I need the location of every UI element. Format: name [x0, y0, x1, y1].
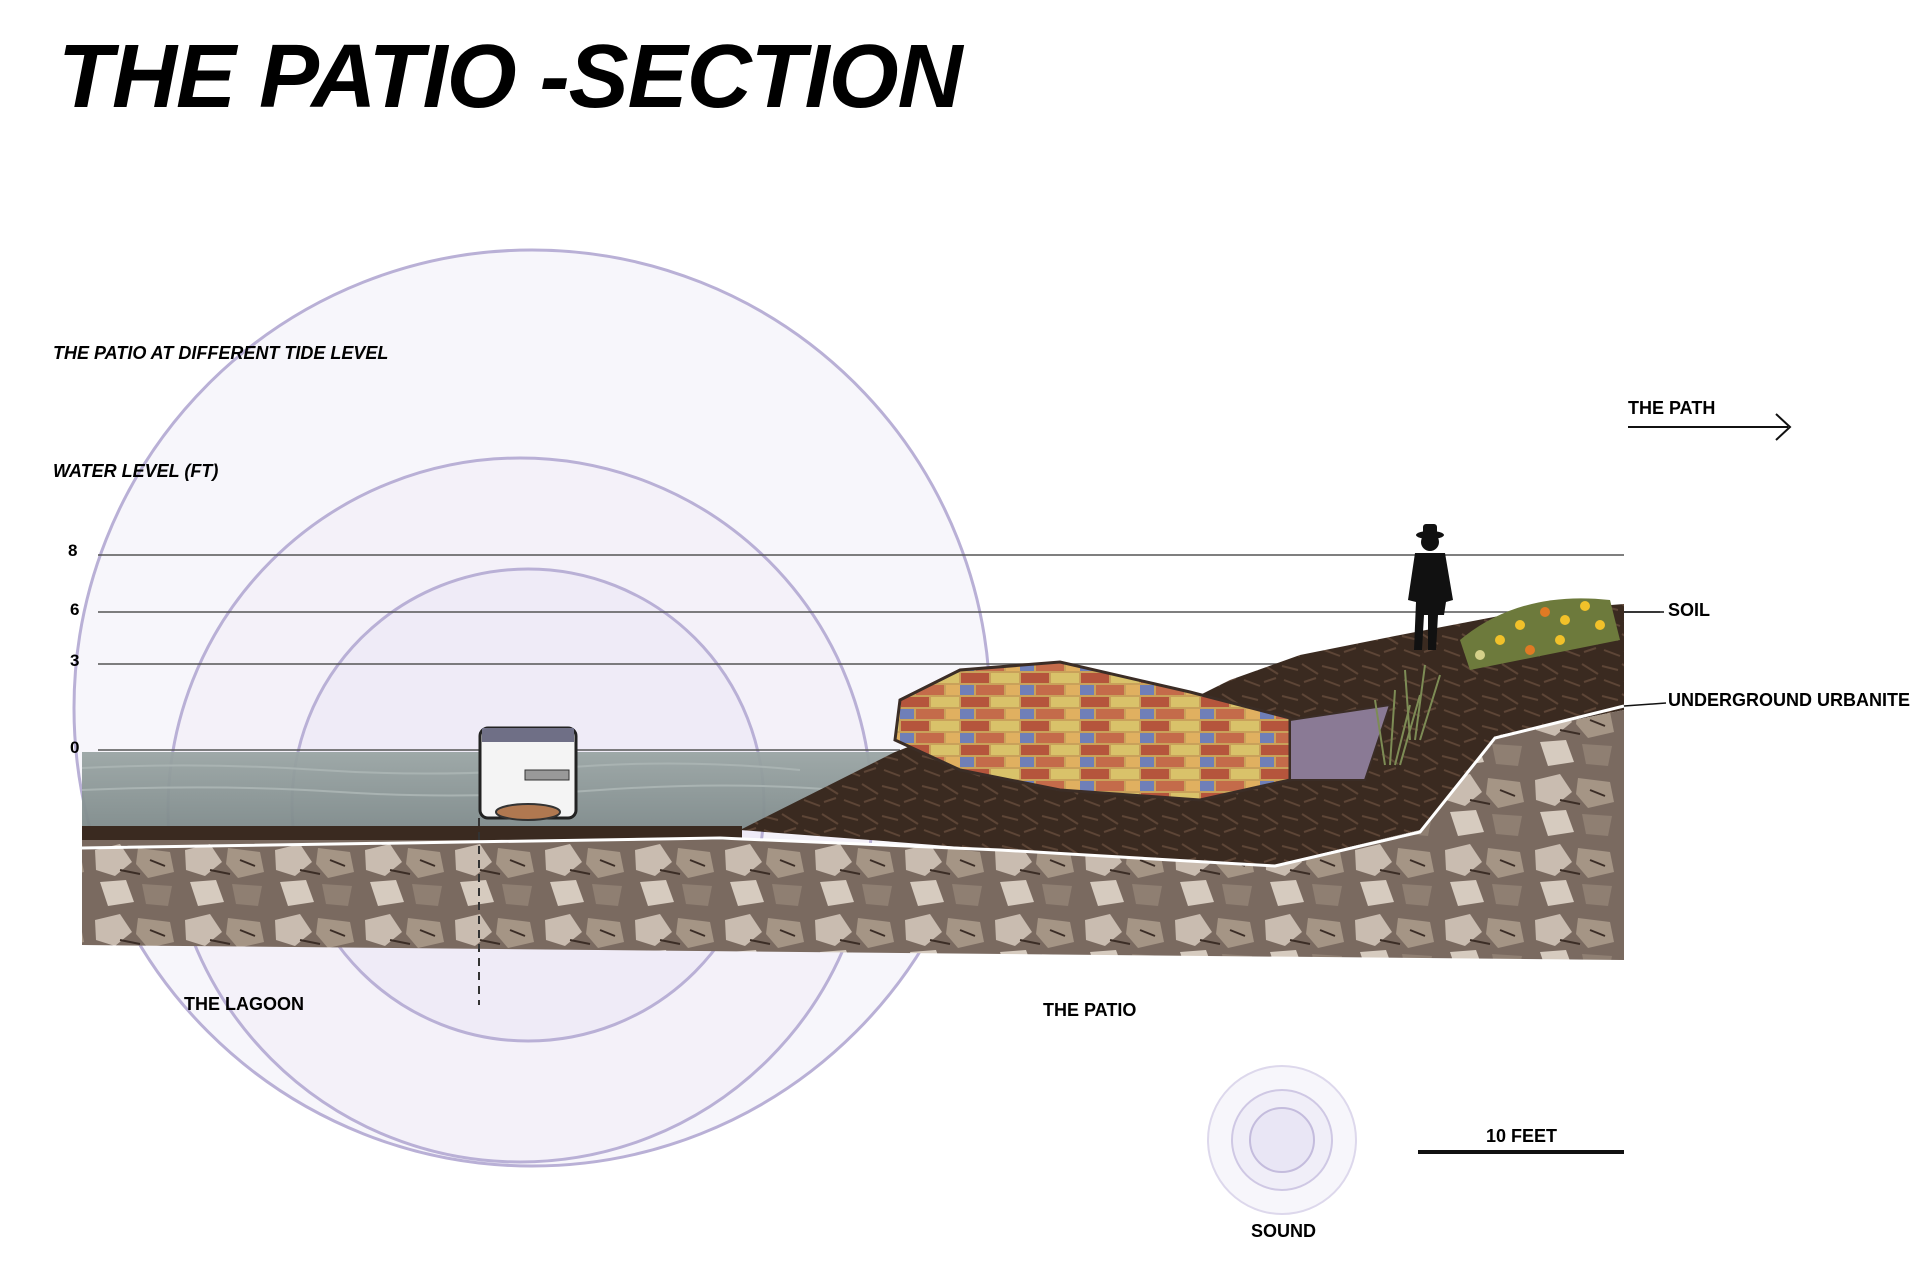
level-tick-0: 0 — [70, 738, 80, 757]
path-arrow-icon — [1628, 413, 1792, 441]
page-title: THE PATIO -SECTION — [58, 27, 963, 127]
patio-bricks — [893, 660, 1392, 802]
sound-legend-label: SOUND — [1251, 1221, 1317, 1241]
path-label: THE PATH — [1628, 398, 1716, 418]
sound-legend-icon — [1207, 1065, 1357, 1215]
level-tick-6: 6 — [70, 600, 80, 619]
patio-label: THE PATIO — [1043, 1000, 1137, 1020]
urbanite-layer — [82, 710, 1624, 960]
level-tick-3: 3 — [70, 651, 80, 670]
person-silhouette — [1408, 524, 1453, 650]
level-tick-8: 8 — [68, 541, 78, 560]
tide-level-subtitle: THE PATIO AT DIFFERENT TIDE LEVEL — [53, 343, 389, 363]
lagoon-label: THE LAGOON — [184, 994, 304, 1014]
sound-device-icon — [478, 726, 578, 1005]
wildflowers — [1460, 598, 1620, 670]
urbanite-label: UNDERGROUND URBANITE — [1668, 690, 1910, 710]
scale-label: 10 FEET — [1486, 1126, 1558, 1146]
water-level-axis-label: WATER LEVEL (FT) — [53, 461, 219, 481]
sound-rings — [72, 248, 992, 1168]
soil-label: SOIL — [1668, 600, 1711, 620]
grasses — [1374, 664, 1441, 766]
